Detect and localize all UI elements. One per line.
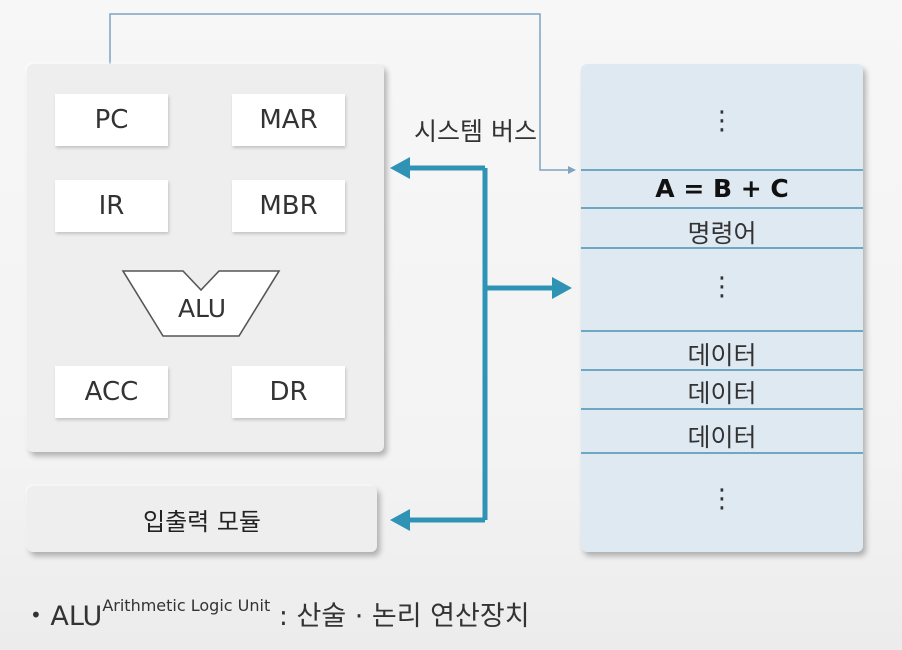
- data-cell: 데이터: [687, 341, 757, 370]
- alu-label: ALU: [177, 294, 227, 323]
- memory-divider: [581, 452, 863, 454]
- pc-to-memory-wire: [109, 13, 572, 171]
- footnote-term-superscript: Arithmetic Logic Unit: [102, 596, 271, 615]
- bullet: •: [30, 603, 42, 627]
- memory-box: ⋮ A = B + C 명령어 ⋮ 데이터 데이터 데이터 ⋮: [581, 64, 863, 552]
- system-bus-arrows: [404, 165, 556, 523]
- footnote-definition: : 산술 · 논리 연산장치: [278, 601, 530, 632]
- arrow-to-io: [390, 509, 410, 531]
- memory-ellipsis-bottom: ⋮: [709, 484, 735, 514]
- system-bus-label: 시스템 버스: [414, 117, 537, 146]
- acc-register: ACC: [55, 366, 168, 418]
- pc-wire-arrowhead: [568, 166, 576, 174]
- memory-divider: [581, 330, 863, 332]
- memory-ellipsis-middle: ⋮: [709, 272, 735, 302]
- instruction-cell: 명령어: [687, 219, 757, 248]
- io-module-box: 입출력 모듈: [27, 486, 377, 552]
- memory-divider: [581, 207, 863, 209]
- pc-register: PC: [55, 94, 168, 146]
- memory-divider: [581, 408, 863, 410]
- arrow-to-cpu: [390, 157, 410, 179]
- memory-divider: [581, 247, 863, 249]
- alu-footnote: • ALUArithmetic Logic Unit : 산술 · 논리 연산장…: [30, 594, 530, 633]
- instruction-expression: A = B + C: [655, 174, 789, 203]
- ir-register: IR: [55, 180, 168, 232]
- memory-ellipsis-top: ⋮: [709, 106, 735, 136]
- data-cell: 데이터: [687, 423, 757, 452]
- footnote-term: ALU: [50, 601, 103, 632]
- memory-divider: [581, 169, 863, 171]
- alu-shape: [121, 270, 281, 337]
- mbr-register: MBR: [232, 180, 345, 232]
- cpu-box: PC MAR IR MBR ALU ACC DR: [27, 64, 384, 452]
- mar-register: MAR: [232, 94, 345, 146]
- memory-divider: [581, 369, 863, 371]
- dr-register: DR: [232, 366, 345, 418]
- arrow-to-memory: [552, 277, 572, 299]
- data-cell: 데이터: [687, 379, 757, 408]
